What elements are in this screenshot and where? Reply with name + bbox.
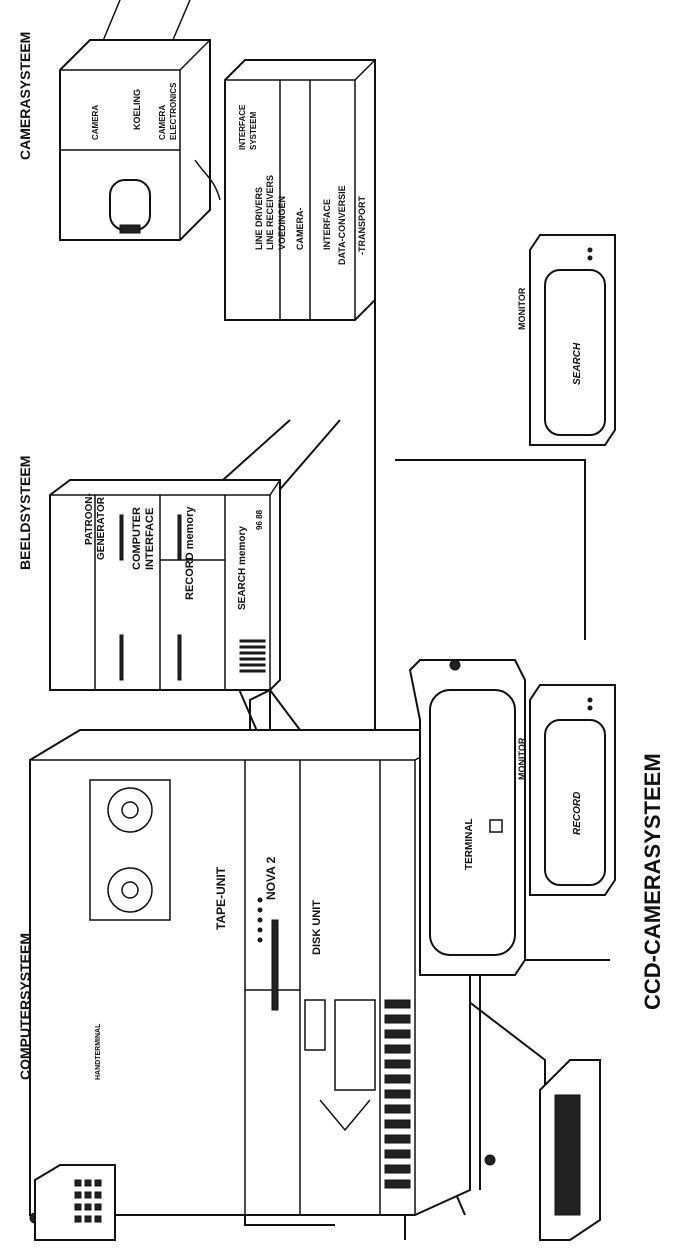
voedingen-label: VOEDINGEN (277, 196, 287, 250)
handterminal-label: HANDTERMINAL (95, 1023, 102, 1080)
camera-unit (60, 40, 220, 240)
section-title-computer: COMPUTERSYSTEEM (17, 933, 33, 1080)
computer-if-label-1: COMPUTER (131, 507, 143, 570)
record-memory-label: RECORD memory (184, 506, 196, 600)
handterminal-device (35, 1165, 115, 1240)
koeling-label: KOELING (132, 89, 142, 130)
beeld-code-label: 96 88 (255, 509, 264, 530)
monitor-record-screen-text: RECORD (572, 792, 583, 835)
diagram-title: CCD-CAMERASYSTEEM (640, 753, 665, 1010)
interface-rack (225, 60, 375, 320)
camera-if-label-1: CAMERA- (295, 208, 305, 251)
electronics-label-2: ELECTRONICS (169, 82, 178, 140)
interface-system-label-2: SYSTEEM (249, 111, 258, 150)
tape-unit-label: TAPE-UNIT (214, 866, 228, 930)
electronics-label-1: CAMERA (158, 105, 167, 140)
monitor-record-label: MONITOR (517, 737, 527, 780)
patroon-label-2: GENERATOR (96, 496, 107, 560)
camera-if-label-2: INTERFACE (322, 199, 332, 250)
line-receivers-label: LINE RECEIVERS (265, 175, 275, 250)
monitor-search-screen-text: SEARCH (572, 342, 583, 385)
terminal-label: TERMINAL (464, 818, 475, 870)
section-title-camera: CAMERASYSTEEM (17, 32, 33, 160)
section-title-beeld: BEELDSYSTEEM (17, 456, 33, 570)
search-memory-label: SEARCH memory (237, 526, 248, 610)
interface-system-label-1: INTERFACE (238, 104, 247, 150)
monitor-search-device (530, 235, 615, 445)
monitor-record-device (530, 685, 615, 895)
data-conversie-label: DATA-CONVERSIE (337, 185, 347, 265)
camera-label: CAMERA (91, 105, 100, 140)
transport-label: -TRANSPORT (357, 196, 367, 255)
monitor-search-label: MONITOR (517, 287, 527, 330)
disk-unit-label: DISK UNIT (311, 900, 323, 955)
nova-label: NOVA 2 (264, 856, 278, 900)
line-drivers-label: LINE DRIVERS (254, 187, 264, 250)
patroon-label-1: PATROON- (84, 493, 95, 545)
computer-if-label-2: INTERFACE (144, 508, 156, 570)
